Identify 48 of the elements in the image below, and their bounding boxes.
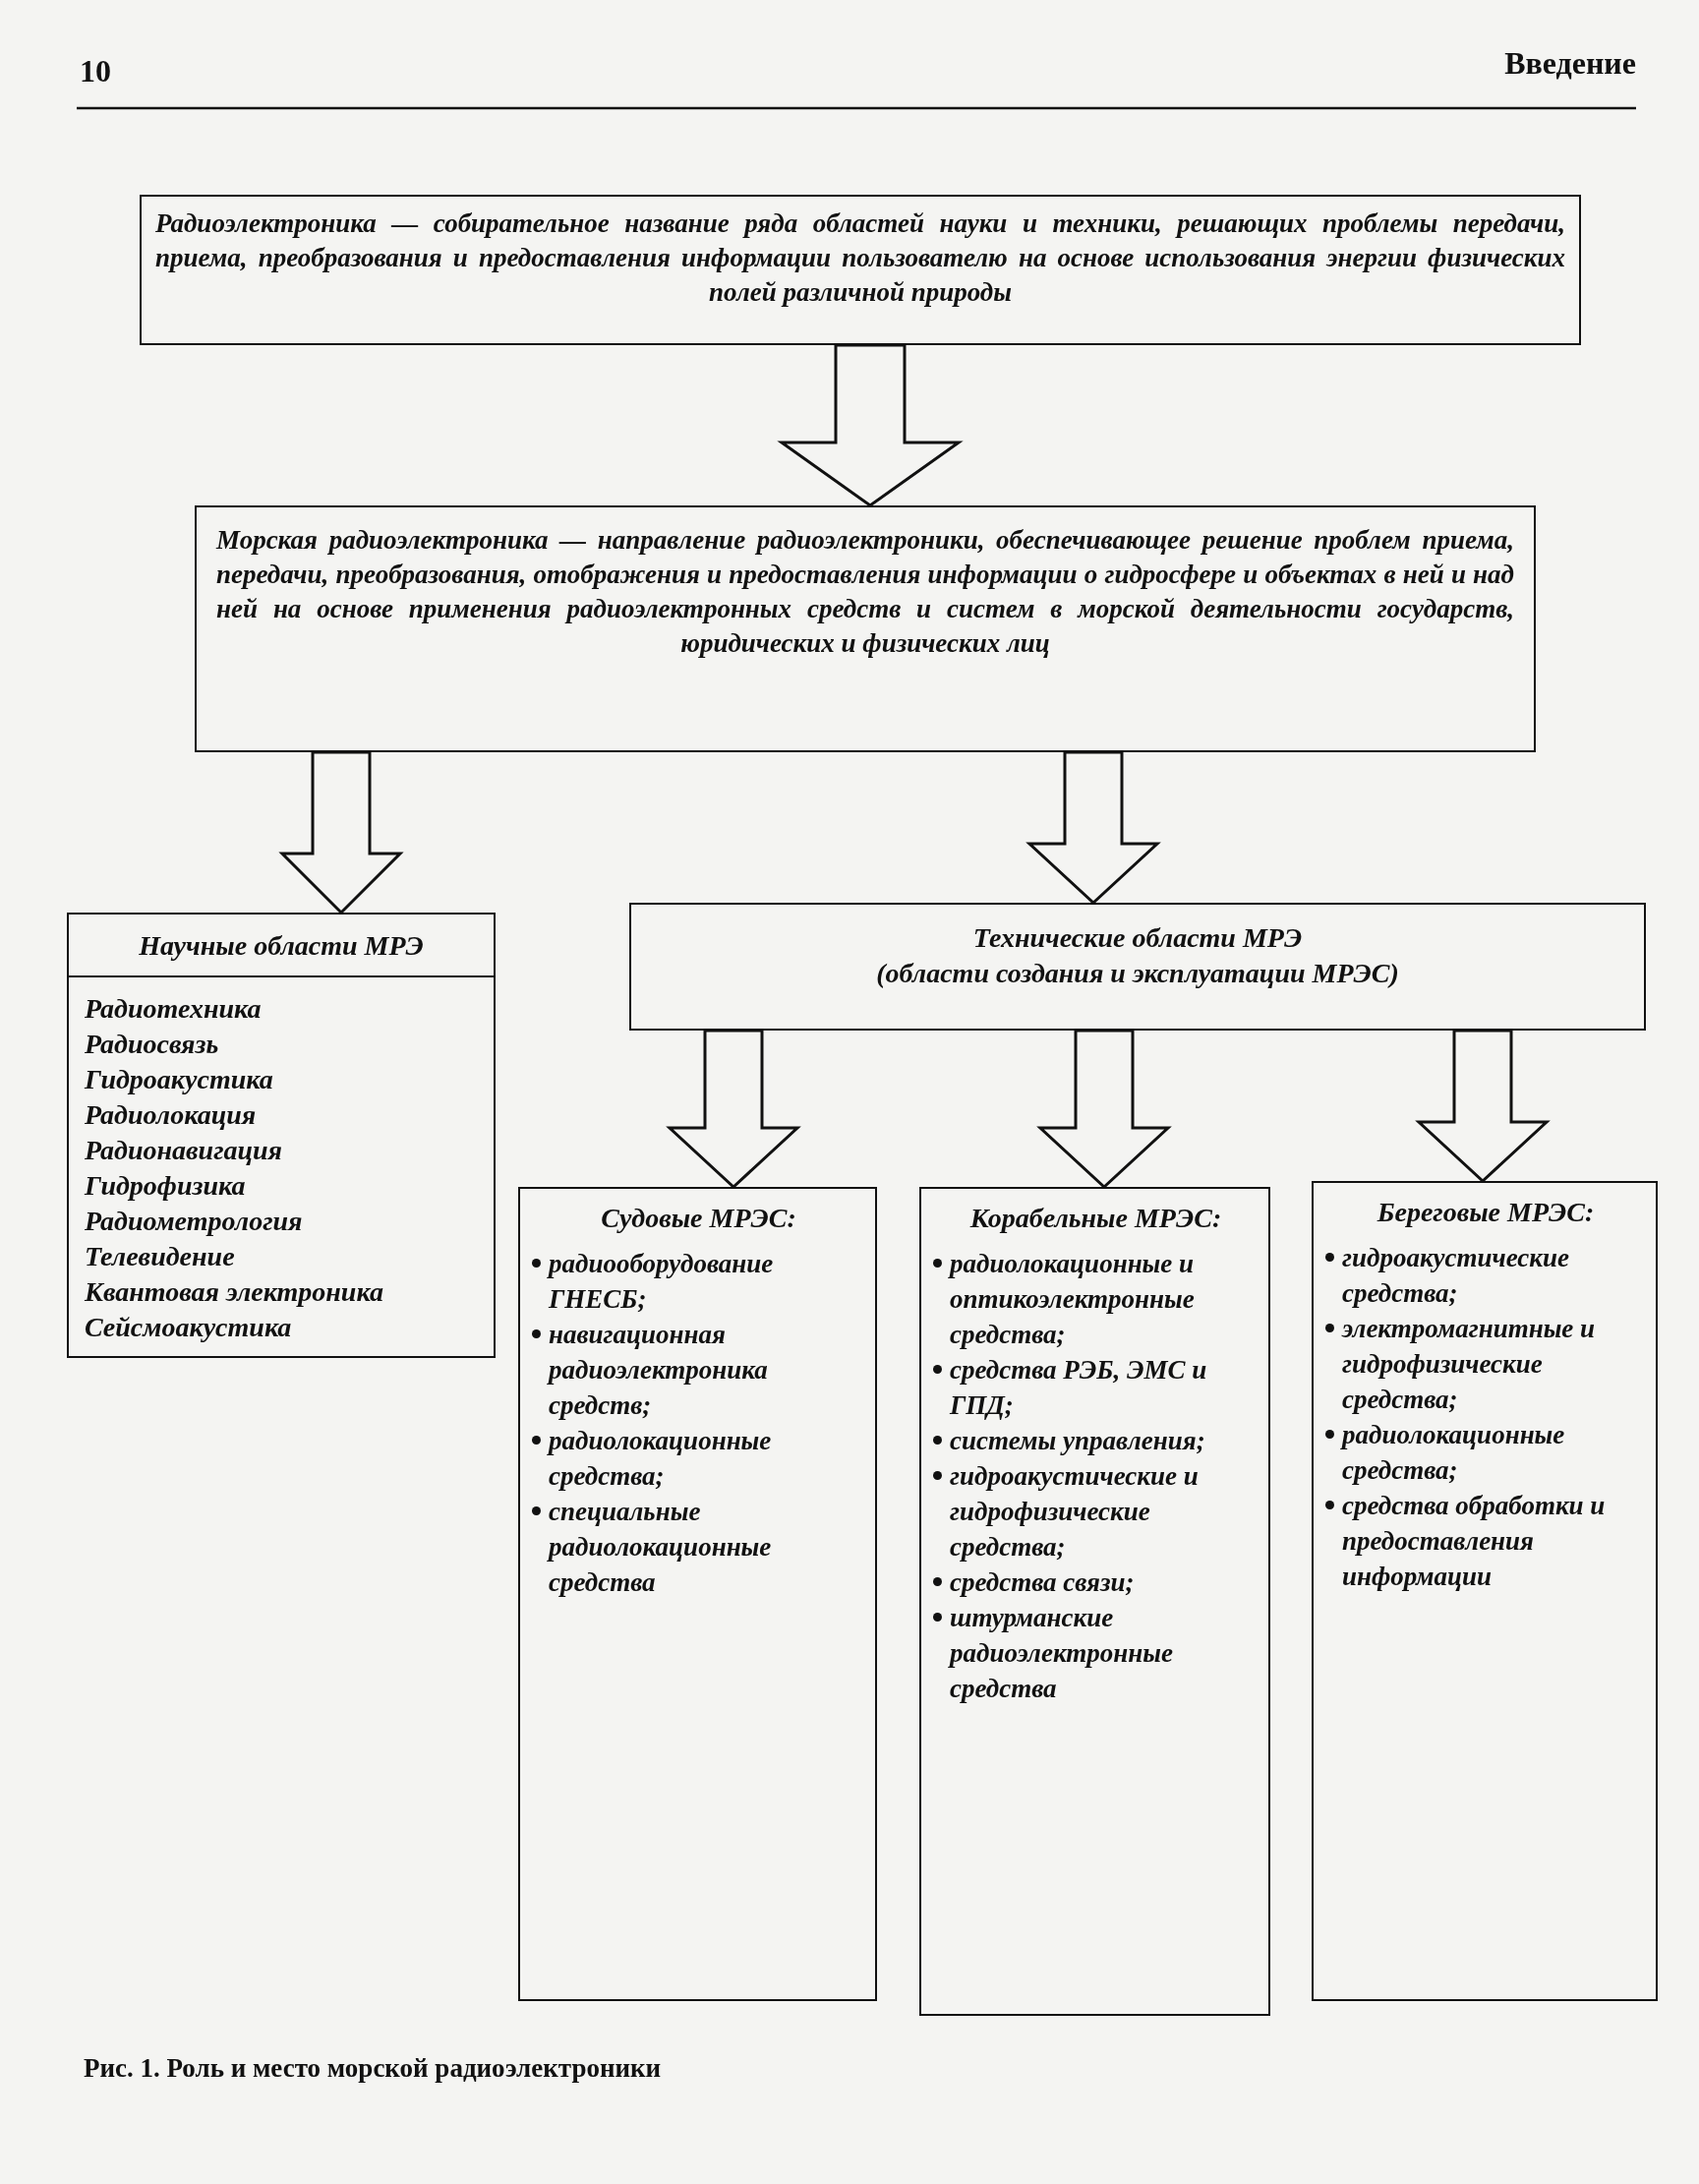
list-item: Радиотехника <box>84 992 263 1026</box>
block-arrow <box>666 1029 801 1190</box>
section-title: Введение <box>1504 45 1636 82</box>
box-heading: Корабельные МРЭС: <box>968 1202 1223 1235</box>
block-arrow <box>278 750 404 915</box>
list-item: навигационная радиоэлектроника средств; <box>549 1319 769 1422</box>
block-arrow <box>1036 1029 1172 1190</box>
list-item: гидроакустические и гидрофизические средства; <box>950 1460 1200 1564</box>
definition-text: Радиоэлектроника — собирательное название ряда областей науки и техники, решающих проблемы передачи, приема, преобразования и предоставления информации пользователю на основе использования энергии физических полей различной природы <box>155 207 1565 309</box>
category-box <box>629 903 1646 1031</box>
box-heading: Технические области МРЭ <box>971 921 1304 955</box>
list-item: специальные радиолокационные средства <box>549 1496 773 1599</box>
list-box <box>67 913 496 1358</box>
list-item: электромагнитные и гидрофизические средства; <box>1342 1313 1597 1416</box>
list-item: системы управления; <box>950 1425 1205 1457</box>
list-item: средства РЭБ, ЭМС и ГПД; <box>950 1354 1208 1422</box>
list-item: Гидрофизика <box>83 1169 247 1203</box>
list-box <box>518 1187 877 2001</box>
list-item: радиолокационные средства; <box>549 1425 773 1493</box>
box-heading: Судовые МРЭС: <box>600 1202 797 1235</box>
list-item: радиооборудование ГНЕСБ; <box>549 1248 775 1316</box>
list-item: Радиолокация <box>84 1098 258 1132</box>
list-item: Телевидение <box>84 1240 236 1273</box>
box-heading: Научные области МРЭ <box>69 915 494 977</box>
list-item: радиолокационные и оптикоэлектронные средства; <box>950 1248 1196 1351</box>
list-item: радиолокационные средства; <box>1342 1419 1566 1487</box>
list-item: Радионавигация <box>84 1134 284 1167</box>
list-item: Гидроакустика <box>83 1063 274 1096</box>
definition-box <box>195 505 1536 752</box>
list-item: средства связи; <box>950 1566 1135 1599</box>
page-number: 10 <box>80 53 111 89</box>
box-heading: (области создания и эксплуатации МРЭС) <box>875 957 1400 990</box>
list-item: Квантовая электроника <box>84 1275 384 1309</box>
definition-text: Морская радиоэлектроника — направление радиоэлектроники, обеспечивающее решение проблем приема, передачи, преобразования, отображения и предоставления информации о гидросфере и объектах в ней и над ней на основе применения радиоэлектронных средств и систем в морской деятельности государств, юридических и физических лиц <box>216 524 1514 660</box>
block-arrow <box>1025 750 1161 906</box>
block-arrow <box>1415 1029 1551 1184</box>
box-heading: Береговые МРЭС: <box>1376 1196 1596 1229</box>
block-arrow <box>777 343 964 507</box>
list-item: гидроакустические средства; <box>1342 1242 1571 1310</box>
list-item: Радиометрология <box>84 1205 304 1238</box>
list-item: средства обработки и предоставления информации <box>1342 1490 1607 1593</box>
definition-box <box>140 195 1581 345</box>
list-item: штурманские радиоэлектронные средства <box>950 1602 1174 1705</box>
list-box <box>919 1187 1270 2016</box>
list-box <box>1312 1181 1658 2001</box>
list-item: Радиосвязь <box>84 1028 220 1061</box>
list-item: Сейсмоакустика <box>84 1311 293 1344</box>
figure-caption: Рис. 1. Роль и место морской радиоэлектроники <box>84 2053 662 2084</box>
